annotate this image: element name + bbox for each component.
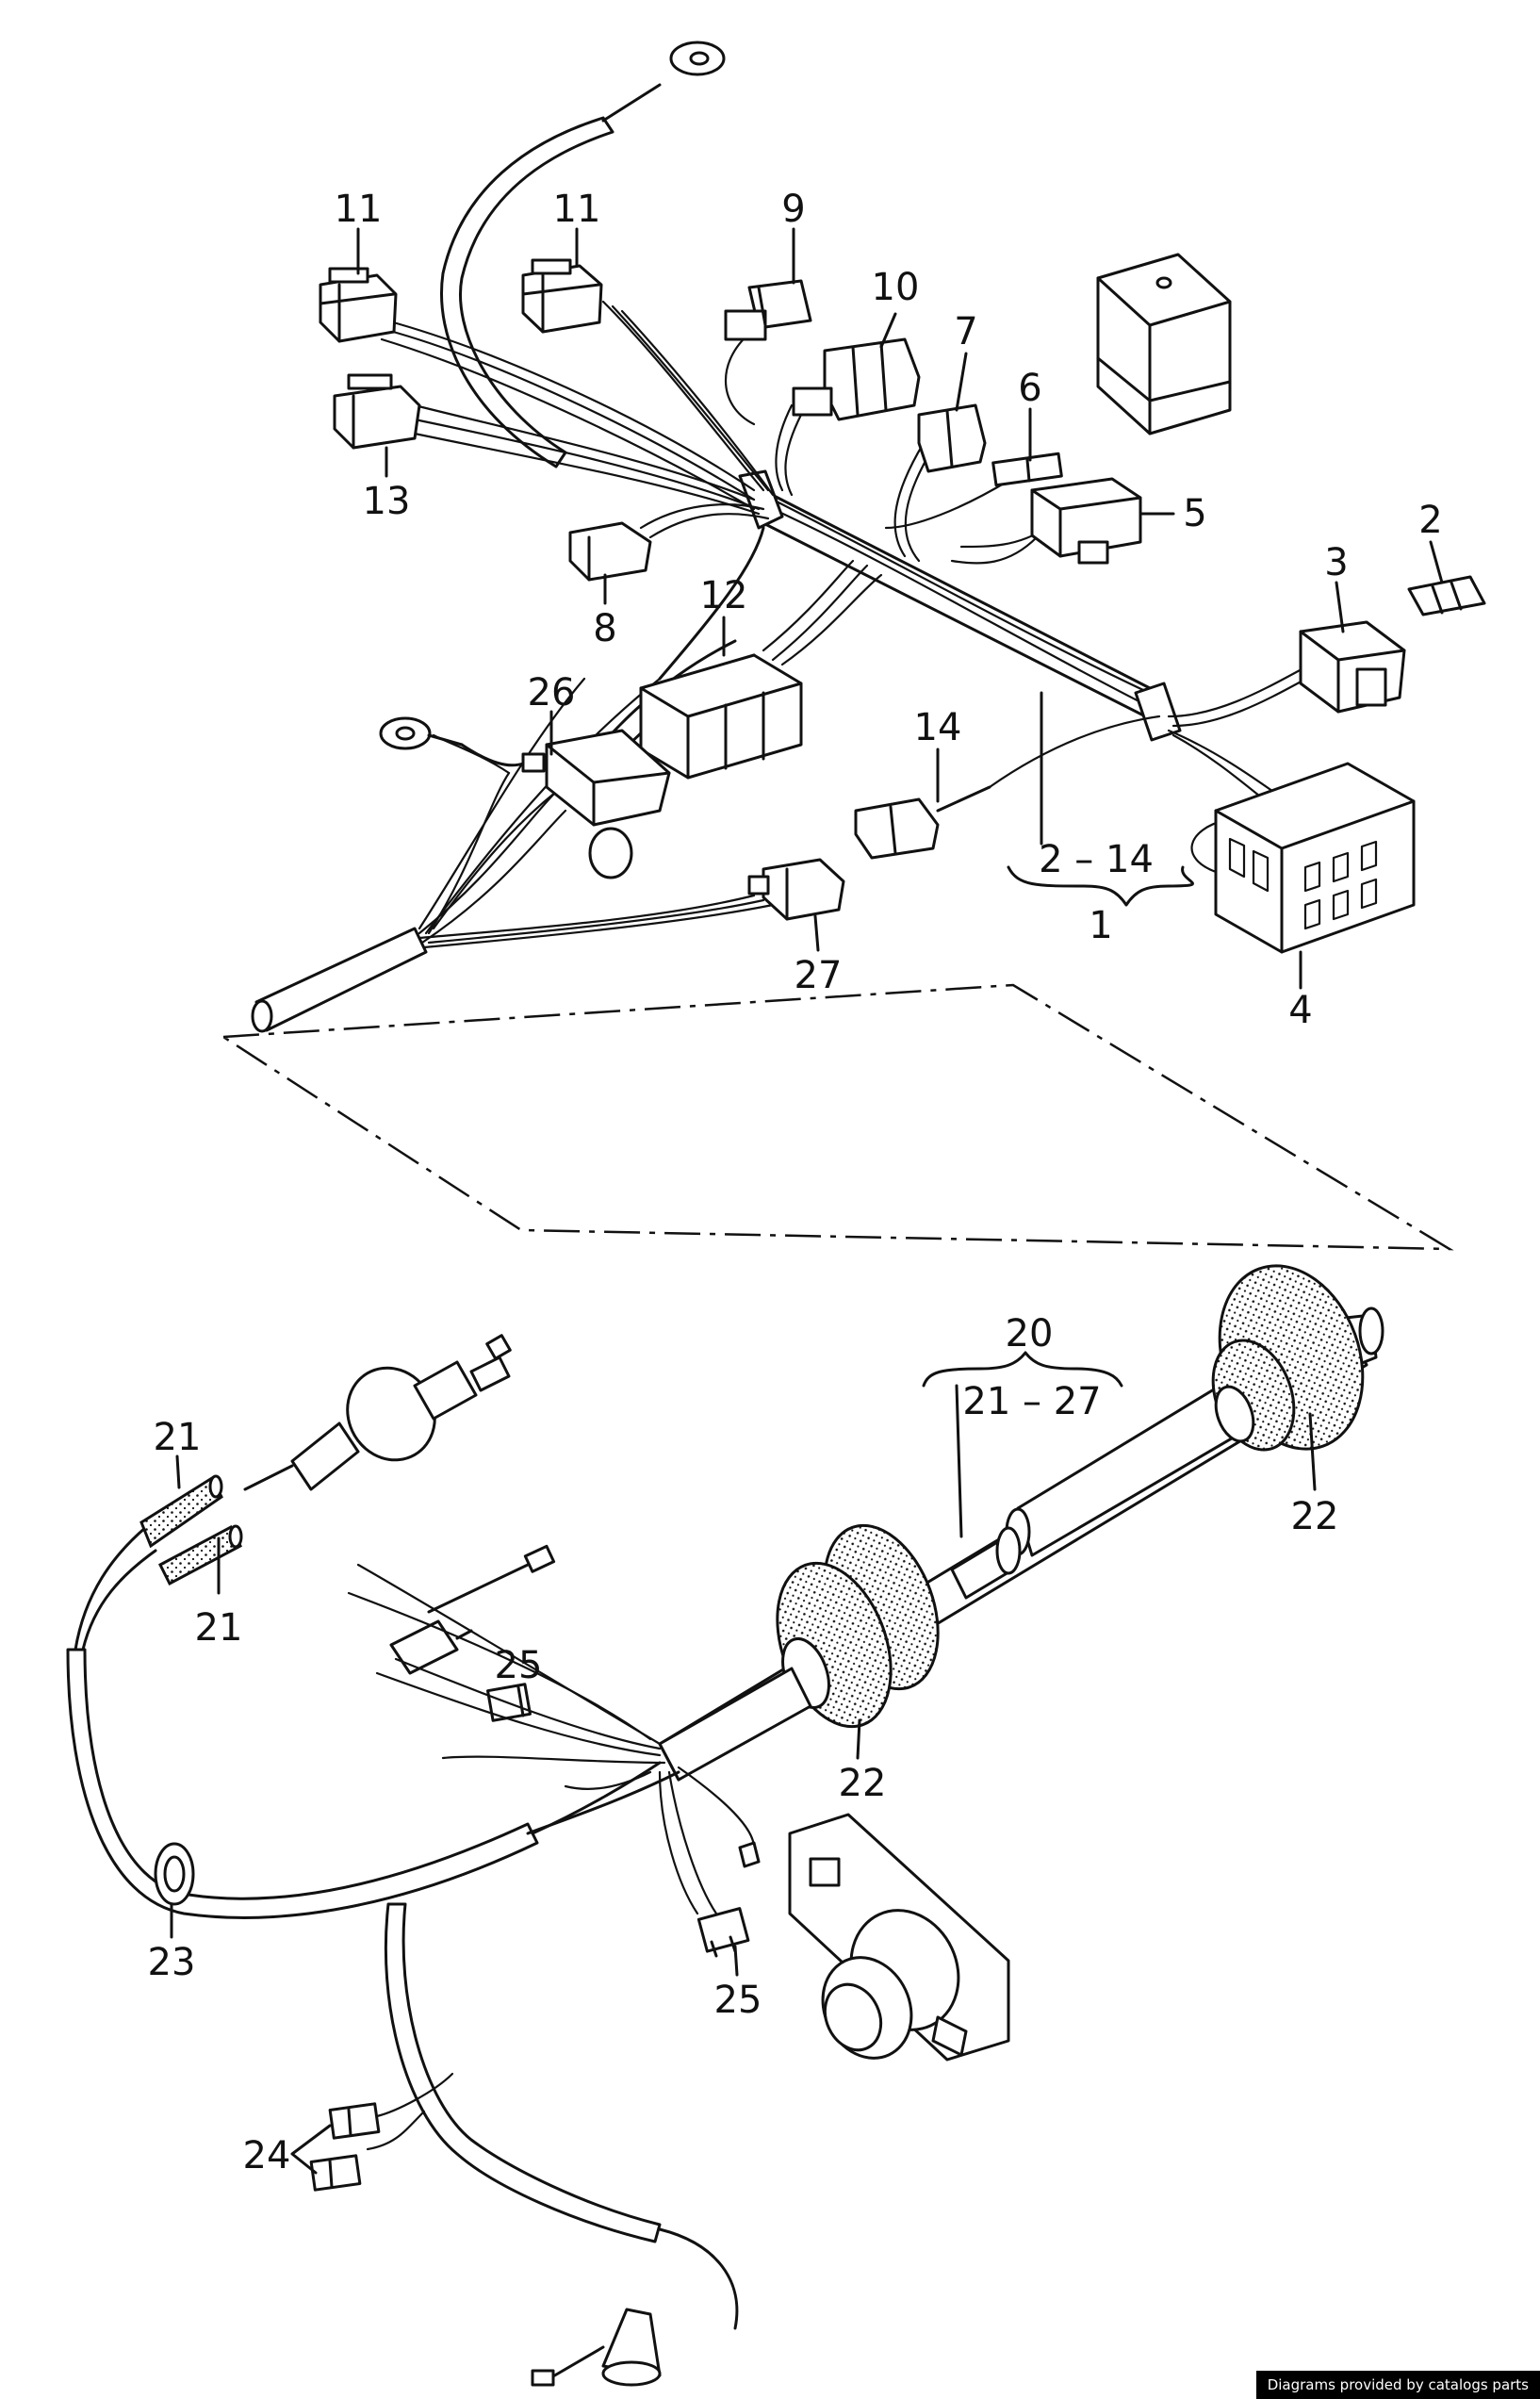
callout-21-27: 21 – 27 — [962, 1380, 1101, 1423]
callout-27: 27 — [795, 954, 843, 997]
connector-27 — [747, 858, 845, 921]
callout-7: 7 — [954, 310, 977, 353]
callout-13: 13 — [363, 480, 411, 523]
connector-6 — [991, 452, 1063, 487]
connector-11-left — [319, 267, 398, 343]
sleeve-band-right — [1134, 682, 1182, 742]
sleeve-21-top — [139, 1474, 223, 1549]
callout-21-bottom: 21 — [195, 1606, 243, 1650]
junction-sheath — [658, 1667, 812, 1782]
connector-24-top — [328, 2102, 381, 2140]
tube-break-b — [995, 1526, 1022, 1575]
connector-3 — [1299, 620, 1406, 714]
connector-2 — [1407, 575, 1486, 616]
lower-loop-sheath — [66, 1648, 539, 1919]
callout-11-left: 11 — [335, 188, 383, 231]
callout-14: 14 — [914, 706, 962, 749]
callout-labels: 11 11 9 10 7 6 5 2 3 13 8 12 26 14 2 – 1… — [148, 188, 1443, 2177]
callout-3: 3 — [1324, 541, 1348, 584]
lower-harness — [66, 1264, 1384, 2387]
callout-23: 23 — [148, 1941, 196, 1984]
connector-25-bottom — [696, 1907, 750, 1958]
connector-4 — [1214, 762, 1416, 954]
connector-26 — [379, 716, 671, 879]
callout-2-14: 2 – 14 — [1039, 838, 1154, 881]
ground-lead — [440, 116, 614, 468]
lower-lead-sheath — [384, 1902, 662, 2243]
tube-end — [1358, 1306, 1384, 1356]
connector-lead-right — [738, 1841, 761, 1868]
callout-9: 9 — [781, 188, 805, 231]
connector-9 — [724, 279, 812, 341]
callout-20: 20 — [1006, 1312, 1054, 1356]
callout-22-center: 22 — [839, 1762, 887, 1805]
sensor — [243, 1334, 512, 1491]
bulkhead-plate — [788, 1813, 1010, 2062]
leader-lines — [170, 227, 1444, 2175]
brace-1 — [1007, 865, 1194, 907]
callout-21-top: 21 — [154, 1416, 202, 1459]
upper-harness — [220, 41, 1486, 1251]
callout-24: 24 — [243, 2134, 291, 2177]
callout-12: 12 — [700, 574, 748, 617]
credit-banner: Diagrams provided by catalogs parts — [1255, 2371, 1540, 2399]
connector-8 — [568, 521, 652, 582]
callout-11-center: 11 — [553, 188, 601, 231]
wire-loop — [588, 827, 633, 879]
grommet-22-right — [1211, 1264, 1365, 1452]
callout-6: 6 — [1018, 367, 1041, 410]
callout-4: 4 — [1288, 989, 1312, 1032]
connector-5 — [1030, 477, 1142, 565]
callout-25-bottom: 25 — [714, 1979, 762, 2022]
callout-2: 2 — [1418, 499, 1442, 542]
connector-11-center — [521, 258, 603, 334]
lower-terminal — [531, 2308, 662, 2387]
relay — [1096, 253, 1232, 435]
callout-8: 8 — [593, 607, 616, 650]
connector-7 — [917, 403, 987, 473]
sender-25-area — [389, 1544, 556, 1722]
callout-1: 1 — [1089, 904, 1112, 947]
connector-10 — [792, 337, 921, 421]
brace-20 — [922, 1351, 1123, 1388]
connector-24-bottom — [309, 2154, 362, 2192]
callout-5: 5 — [1183, 492, 1206, 535]
assembly-outline — [220, 983, 1454, 1251]
trunk-end — [251, 999, 273, 1033]
callout-10: 10 — [872, 266, 920, 309]
callout-25-top: 25 — [495, 1644, 543, 1687]
connector-13 — [333, 373, 421, 450]
callout-26: 26 — [528, 671, 576, 715]
harness-trunk — [254, 927, 428, 1032]
sleeve-21-bottom — [158, 1524, 243, 1586]
connector-14 — [854, 785, 991, 860]
callout-22-right: 22 — [1291, 1495, 1339, 1538]
